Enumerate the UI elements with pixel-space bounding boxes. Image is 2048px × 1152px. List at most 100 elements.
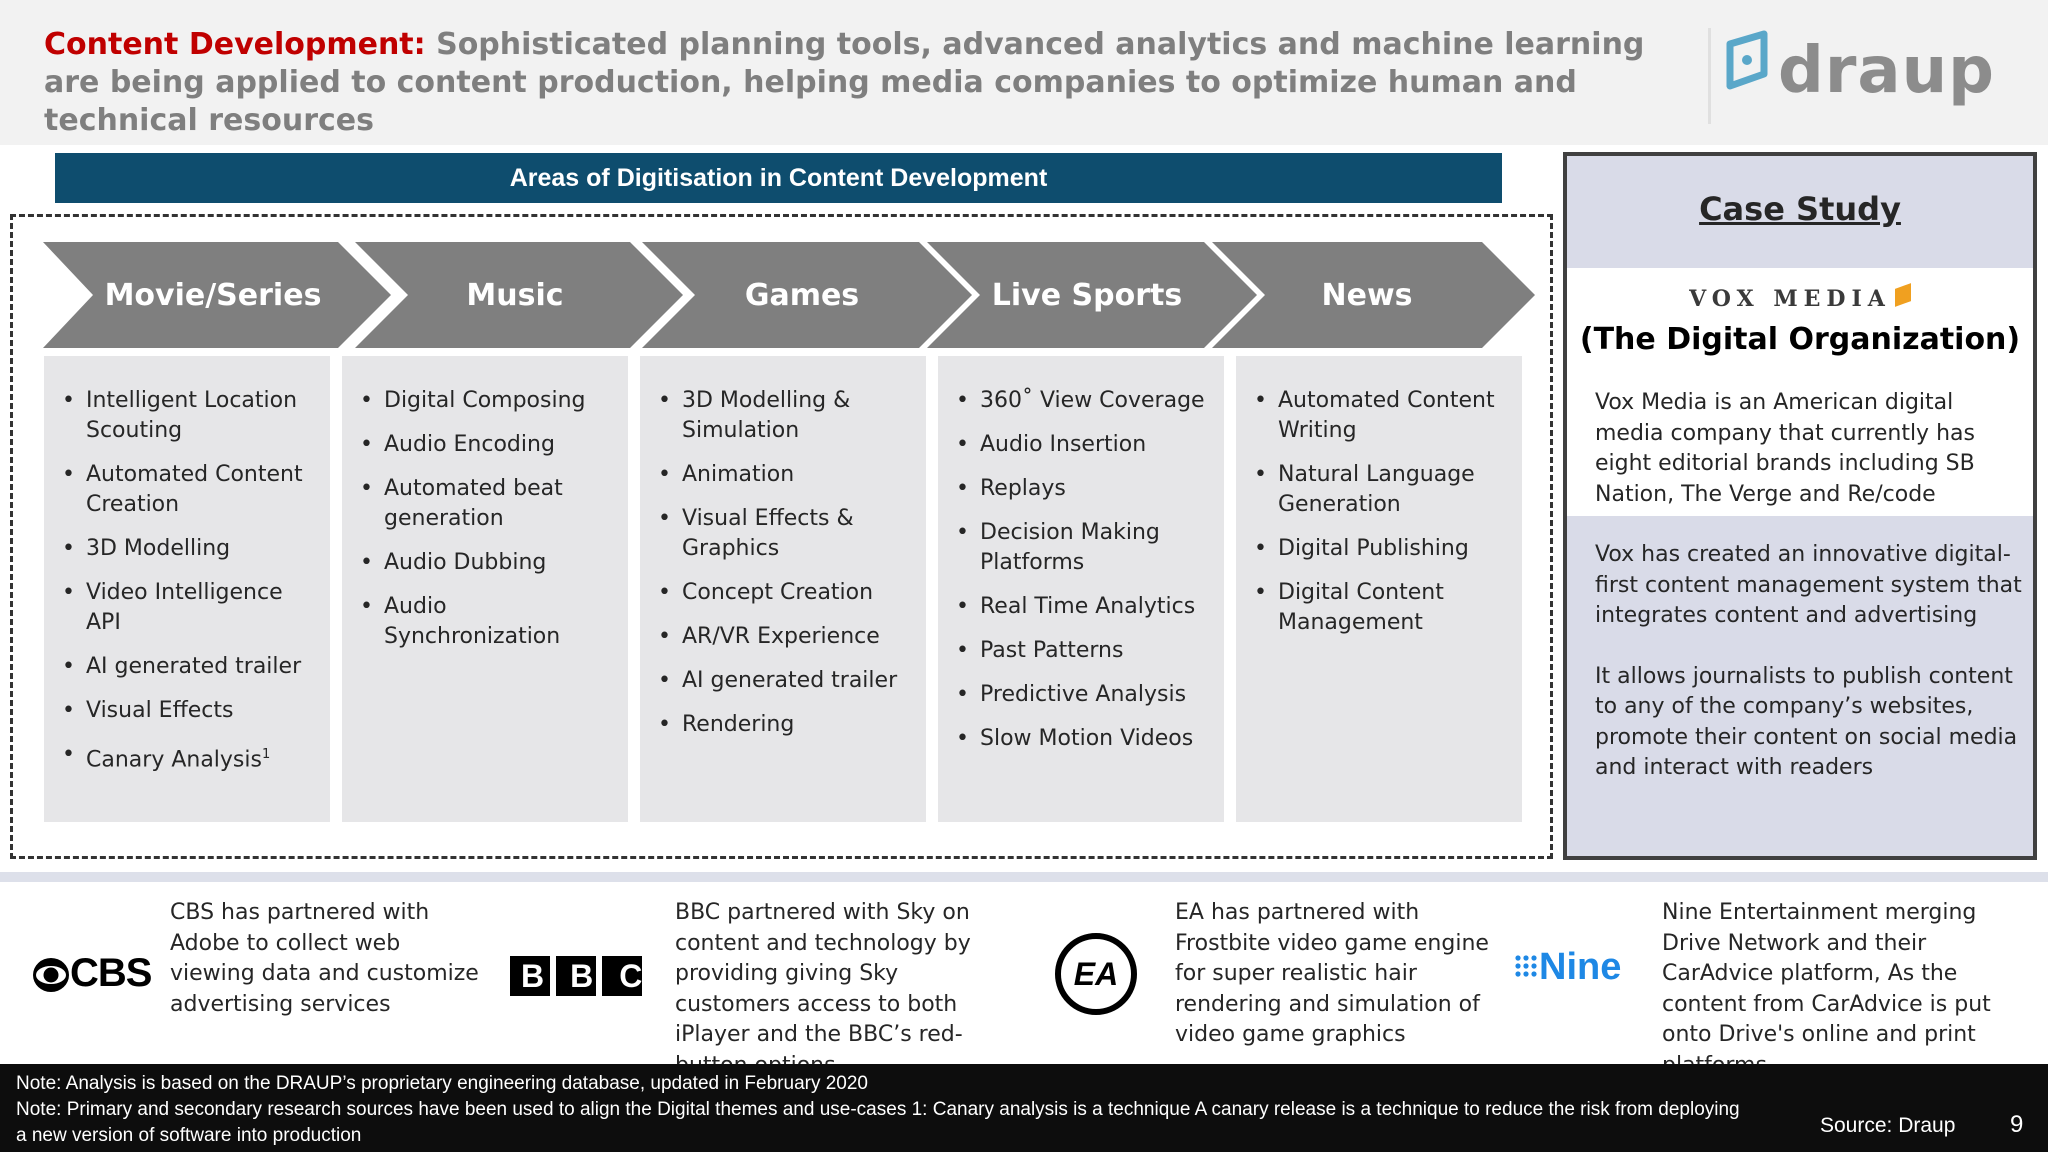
nine-dots-icon <box>1515 955 1537 977</box>
cbs-logo-text: CBS <box>70 951 152 995</box>
draup-logo-icon <box>1726 30 1768 90</box>
case-paragraph: Vox has created an innovative digital-fi… <box>1595 542 2022 628</box>
chevron-games: Games <box>642 242 972 348</box>
bbc-block-1 <box>510 956 550 996</box>
chevron-shape <box>43 242 391 348</box>
list-item: Concept Creation <box>658 578 918 608</box>
logo-divider <box>1708 28 1711 124</box>
list-item: Real Time Analytics <box>956 592 1216 622</box>
list-item: Animation <box>658 460 918 490</box>
list-item: 360˚ View Coverage <box>956 386 1216 416</box>
list-item: Visual Effects & Graphics <box>658 504 918 564</box>
headline-text: Sophisticated planning tools, advanced a… <box>44 27 1645 138</box>
list-item: Past Patterns <box>956 636 1216 666</box>
list-item: AI generated trailer <box>658 666 918 696</box>
header: Content Development: Sophisticated plann… <box>0 0 2048 145</box>
vox-media-logo-text: VOX MEDIA <box>1689 286 1891 312</box>
music-list: Digital Composing Audio Encoding Automat… <box>360 386 620 652</box>
list-item: Audio Dubbing <box>360 548 620 578</box>
bbc-block-2 <box>556 956 596 996</box>
page-headline: Content Development: Sophisticated plann… <box>44 26 1664 140</box>
case-study-subtitle: (The Digital Organization) <box>1579 322 2021 357</box>
chevron-shape <box>1212 242 1535 348</box>
footer-note-2: Note: Primary and secondary research sou… <box>16 1099 1740 1120</box>
footer: Note: Analysis is based on the DRAUP’s p… <box>0 1064 2048 1152</box>
draup-logo-text: draup <box>1778 34 1995 108</box>
chevron-shape <box>355 242 683 348</box>
list-item: Rendering <box>658 710 918 740</box>
case-study-body: Vox Media is an American digital media c… <box>1595 388 2025 814</box>
case-study-panel: Case Study VOX MEDIA (The Digital Organi… <box>1563 152 2037 860</box>
cbs-eye-icon <box>33 958 69 992</box>
footnote-marker: 1 <box>261 747 271 762</box>
ea-logo: EA <box>1055 933 1137 1015</box>
partner-text-bbc: BBC partnered with Sky on content and te… <box>675 900 971 1078</box>
list-item: Automated Content Writing <box>1254 386 1514 446</box>
list-item: Intelligent Location Scouting <box>62 386 322 446</box>
headline-lead: Content Development: <box>44 27 426 62</box>
list-item: Automated Content Creation <box>62 460 322 520</box>
footer-note-1: Note: Analysis is based on the DRAUP’s p… <box>16 1073 869 1094</box>
list-item: Canary Analysis1 <box>62 740 322 775</box>
chevron-label: Music <box>466 277 564 313</box>
case-study-logo-area <box>1567 268 2033 516</box>
chevron-label: News <box>1321 277 1413 313</box>
bbc-logo-text: BBC <box>521 958 669 994</box>
case-study-title: Case Study <box>1699 190 1901 228</box>
chevron-news: News <box>1212 242 1535 348</box>
case-paragraph: It allows journalists to publish content… <box>1595 663 2018 781</box>
chevron-live-sports: Live Sports <box>927 242 1257 348</box>
list-item: Predictive Analysis <box>956 680 1216 710</box>
live-sports-list: 360˚ View Coverage Audio Insertion Repla… <box>956 386 1216 754</box>
list-item: Audio Encoding <box>360 430 620 460</box>
partner-text-cbs: CBS has partnered with Adobe to collect … <box>170 900 479 1017</box>
list-item: Slow Motion Videos <box>956 724 1216 754</box>
column-movie-series: Intelligent Location Scouting Automated … <box>44 356 330 822</box>
column-games: 3D Modelling & Simulation Animation Visu… <box>640 356 926 822</box>
partner-text-ea: EA has partnered with Frostbite video ga… <box>1175 900 1489 1047</box>
areas-container <box>10 214 1553 859</box>
movie-series-list: Intelligent Location Scouting Automated … <box>62 386 322 775</box>
chevron-label: Live Sports <box>991 277 1183 313</box>
draup-logo: draup <box>1724 30 1994 122</box>
vox-media-logo: VOX MEDIA <box>1567 283 2033 312</box>
list-item: AI generated trailer <box>62 652 322 682</box>
list-item: Digital Composing <box>360 386 620 416</box>
vox-flag-icon <box>1894 283 1911 307</box>
column-news: Automated Content Writing Natural Langua… <box>1236 356 1522 822</box>
nine-logo: Nine <box>1515 946 1640 992</box>
list-item: AR/VR Experience <box>658 622 918 652</box>
footer-source: Source: Draup <box>1820 1114 1956 1137</box>
news-list: Automated Content Writing Natural Langua… <box>1254 386 1514 638</box>
list-item: Digital Publishing <box>1254 534 1514 564</box>
footer-note-3: a new version of software into productio… <box>16 1125 362 1146</box>
areas-title-bar: Areas of Digitisation in Content Develop… <box>55 153 1502 203</box>
column-music: Digital Composing Audio Encoding Automat… <box>342 356 628 822</box>
list-item-text: Canary Analysis <box>86 747 262 773</box>
chevron-label: Games <box>744 277 860 313</box>
list-item: 3D Modelling & Simulation <box>658 386 918 446</box>
list-item: Automated beat generation <box>360 474 620 534</box>
ea-logo-ring <box>1055 933 1137 1015</box>
chevron-shape <box>927 242 1257 348</box>
list-item: Replays <box>956 474 1216 504</box>
list-item: Natural Language Generation <box>1254 460 1514 520</box>
ea-logo-text: EA <box>1073 955 1119 992</box>
list-item: 3D Modelling <box>62 534 322 564</box>
list-item: Video Intelligence API <box>62 578 322 638</box>
list-item: Decision Making Platforms <box>956 518 1216 578</box>
partner-text-nine: Nine Entertainment merging Drive Network… <box>1662 900 1991 1078</box>
list-item: Digital Content Management <box>1254 578 1514 638</box>
list-item: Visual Effects <box>62 696 322 726</box>
list-item: Audio Insertion <box>956 430 1216 460</box>
chevron-label: Movie/Series <box>104 277 322 313</box>
list-item: Audio Synchronization <box>360 592 620 652</box>
page-number: 9 <box>2010 1111 2024 1138</box>
chevron-movie-series: Movie/Series <box>43 242 391 348</box>
column-live-sports: 360˚ View Coverage Audio Insertion Repla… <box>938 356 1224 822</box>
bbc-block-3 <box>602 956 642 996</box>
nine-logo-text: Nine <box>1539 946 1622 988</box>
bbc-logo: BBC <box>510 956 644 996</box>
chevron-shape <box>642 242 972 348</box>
chevron-music: Music <box>355 242 683 348</box>
